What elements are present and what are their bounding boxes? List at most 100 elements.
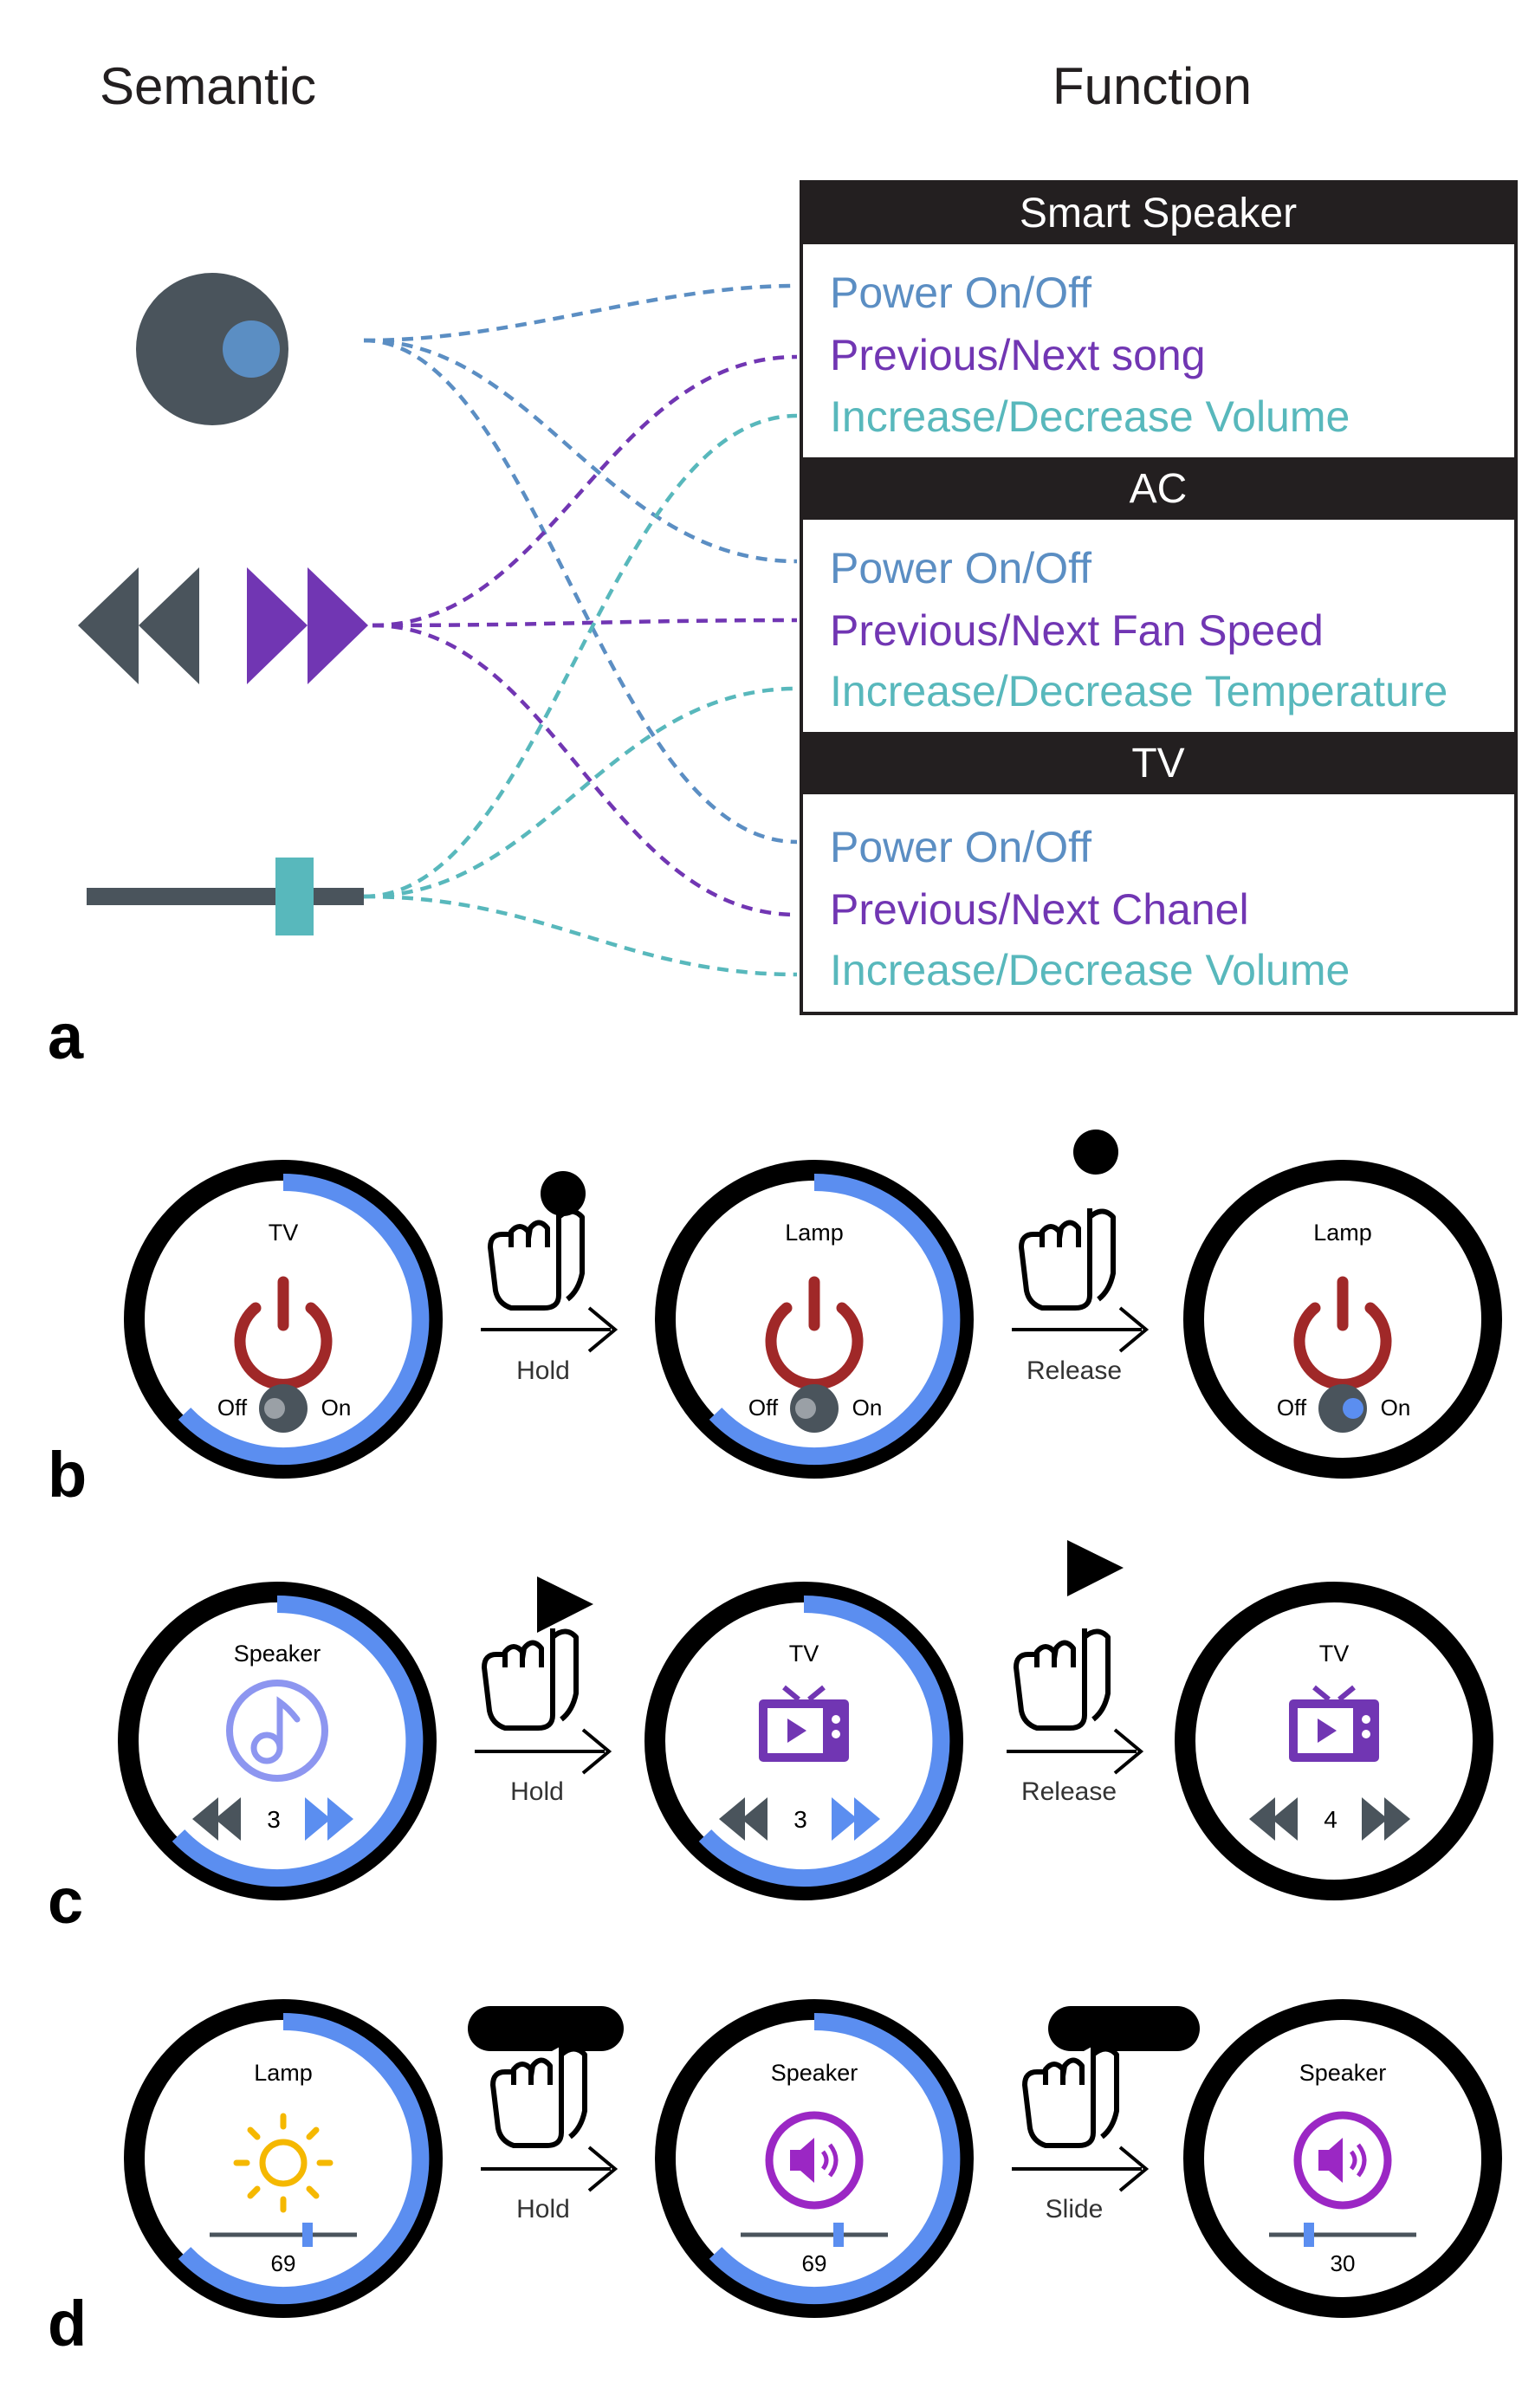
speaker-icon — [1293, 2111, 1392, 2210]
toggle-icon — [136, 273, 288, 425]
gesture-label: Release — [1027, 1356, 1122, 1385]
toggle-off-label: Off — [748, 1395, 779, 1421]
gesture-label: Hold — [516, 1356, 570, 1385]
device-header-speaker — [801, 182, 1516, 244]
value-number: 4 — [1324, 1806, 1337, 1833]
panel-label-b: b — [48, 1439, 87, 1511]
slider-icon — [87, 858, 364, 935]
next-icon[interactable] — [1362, 1797, 1410, 1841]
watch-screen: Lamp 69 — [124, 1999, 443, 2318]
value-number: 3 — [267, 1806, 281, 1833]
hold-progress-ring — [178, 2012, 430, 2304]
hand-icon — [1022, 2046, 1119, 2148]
function-speaker-power: Power On/Off — [830, 269, 1091, 317]
watch-screen: Lamp Off On — [655, 1160, 974, 1479]
watch-screen: TV 3 — [644, 1582, 963, 1900]
hold-progress-ring — [698, 1595, 950, 1887]
connector-lines — [363, 283, 798, 977]
panel-label-c: c — [48, 1865, 83, 1937]
watch-screen: Speaker 3 — [118, 1582, 437, 1900]
panel-c: Speaker 3 Hold TV — [48, 1540, 1493, 1937]
semantic-column-title: Semantic — [100, 57, 316, 115]
gesture-label: Hold — [516, 2195, 570, 2224]
skip-arrows-icon — [78, 567, 368, 684]
hold-progress-ring — [178, 1173, 430, 1465]
function-tv-channel: Previous/Next Chanel — [830, 885, 1249, 934]
arrow-head — [581, 1728, 612, 1775]
watch-screen: TV Off On — [124, 1160, 443, 1479]
hand-icon — [490, 2046, 587, 2148]
connector-toggle-ac-power — [363, 338, 798, 564]
watch-screen: TV 4 — [1175, 1582, 1493, 1900]
connector-arrows-speaker-song — [372, 354, 798, 628]
panel-d: Lamp 69 Hold Speaker — [48, 1999, 1502, 2359]
connector-slider-speaker-volume — [363, 413, 798, 899]
toggle-switch[interactable] — [790, 1384, 839, 1433]
connector-toggle-speaker-power — [363, 283, 798, 343]
toggle-on-label: On — [852, 1395, 883, 1421]
device-name-speaker: Smart Speaker — [1020, 191, 1297, 236]
panel-a: Semantic Function — [48, 57, 1518, 1072]
gesture-hold: Hold — [475, 1576, 612, 1806]
toggle-on-label: On — [321, 1395, 352, 1421]
next-icon[interactable] — [832, 1797, 880, 1841]
function-ac-fan: Previous/Next Fan Speed — [830, 606, 1324, 655]
screen-title: Lamp — [785, 1220, 844, 1246]
arrow-head — [587, 2146, 619, 2192]
tv-icon — [759, 1685, 849, 1762]
function-ac-power: Power On/Off — [830, 544, 1091, 592]
toggle-off-label: Off — [217, 1395, 248, 1421]
tv-icon — [1289, 1685, 1379, 1762]
device-header-ac — [801, 457, 1516, 520]
touch-play-shape — [1067, 1540, 1124, 1596]
toggle-switch[interactable] — [259, 1384, 308, 1433]
hand-icon — [1014, 1628, 1111, 1731]
hand-icon — [488, 1208, 585, 1311]
value-number: 30 — [1331, 2250, 1356, 2276]
slider-thumb[interactable] — [302, 2223, 313, 2247]
previous-icon[interactable] — [719, 1797, 768, 1841]
speaker-icon — [765, 2111, 864, 2210]
device-name-tv: TV — [1131, 741, 1184, 786]
arrow-head — [1118, 2146, 1150, 2192]
hold-progress-ring — [709, 1173, 961, 1465]
connector-slider-tv-volume — [363, 894, 798, 977]
screen-title: Speaker — [771, 2060, 858, 2086]
screen-title: Speaker — [234, 1641, 321, 1667]
gesture-hold: Hold — [468, 2006, 624, 2224]
toggle-switch[interactable] — [1318, 1384, 1367, 1433]
screen-title: TV — [789, 1641, 819, 1667]
function-speaker-volume: Increase/Decrease Volume — [830, 392, 1350, 441]
panel-label-d: d — [48, 2288, 87, 2359]
connector-slider-ac-temperature — [363, 686, 798, 899]
touch-bar-shape — [468, 2006, 624, 2051]
watch-screen: Lamp Off On — [1183, 1160, 1502, 1479]
sun-icon — [233, 2113, 334, 2213]
function-table: Smart Speaker Power On/Off Previous/Next… — [800, 180, 1518, 1015]
hand-icon — [1019, 1208, 1116, 1311]
gesture-label: Hold — [510, 1777, 564, 1806]
next-icon[interactable] — [305, 1797, 353, 1841]
slider-thumb[interactable] — [1304, 2223, 1314, 2247]
screen-title: Lamp — [1313, 1220, 1372, 1246]
function-tv-volume: Increase/Decrease Volume — [830, 946, 1350, 994]
previous-icon[interactable] — [1249, 1797, 1298, 1841]
touch-bar-shape — [1048, 2006, 1200, 2051]
device-name-ac: AC — [1130, 466, 1188, 512]
gesture-hold: Hold — [481, 1171, 619, 1385]
hold-progress-ring — [172, 1595, 424, 1887]
previous-icon[interactable] — [192, 1797, 241, 1841]
gesture-label: Slide — [1046, 2195, 1104, 2224]
slider-thumb[interactable] — [833, 2223, 844, 2247]
function-speaker-song: Previous/Next song — [830, 331, 1206, 379]
watch-screen: Speaker 30 — [1183, 1999, 1502, 2318]
hand-icon — [482, 1628, 579, 1731]
touch-dot — [1073, 1130, 1118, 1175]
connector-arrows-ac-fan — [372, 618, 798, 628]
connector-toggle-tv-power — [363, 338, 798, 845]
value-number: 69 — [271, 2250, 296, 2276]
device-header-tv — [801, 732, 1516, 794]
toggle-on-label: On — [1381, 1395, 1411, 1421]
value-number: 69 — [802, 2250, 827, 2276]
